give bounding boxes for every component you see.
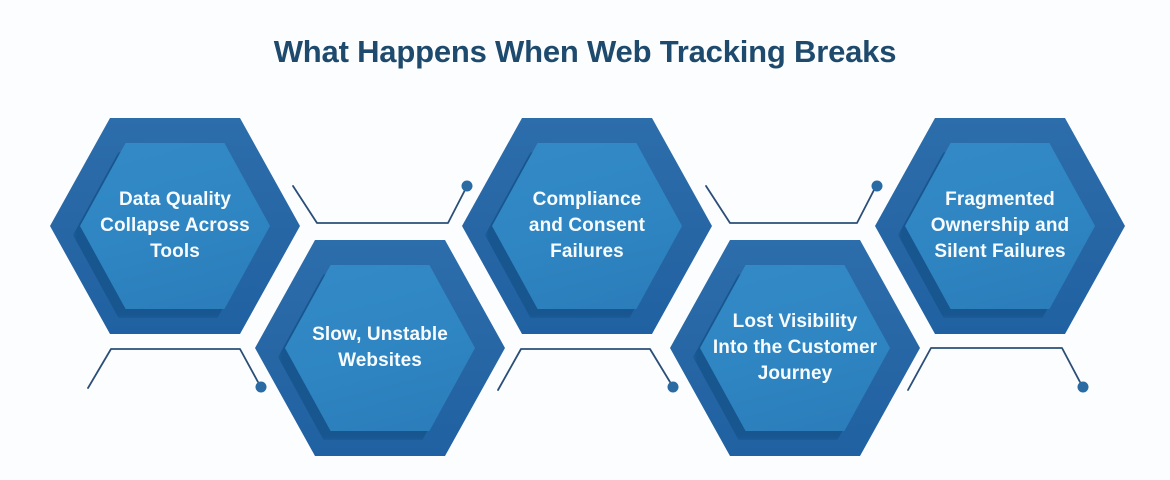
connector-endpoint-dot — [667, 381, 679, 393]
hexagon-lost-visibility: Lost Visibility Into the Customer Journe… — [670, 240, 920, 456]
hexagon-label: Slow, Unstable Websites — [312, 323, 448, 371]
connector-bottom-2-4 — [497, 348, 679, 393]
hexagon-label: Fragmented Ownership and Silent Failures — [930, 188, 1070, 262]
connector-top-1-3 — [292, 180, 473, 224]
hexagon-inner-face — [80, 143, 270, 309]
page-title: What Happens When Web Tracking Breaks — [273, 34, 897, 69]
hexagon-inner-face — [700, 265, 890, 431]
connector-endpoint-dot — [255, 381, 267, 393]
connector-endpoint-dot — [871, 180, 883, 192]
connector-endpoint-dot — [1077, 381, 1089, 393]
hexagon-fragmented-ownership: Fragmented Ownership and Silent Failures — [875, 118, 1125, 334]
hexagon-label: Lost Visibility Into the Customer Journe… — [712, 310, 878, 384]
hexagon-inner-face — [492, 143, 682, 309]
connector-bottom-right — [907, 347, 1089, 393]
connector-bottom-left — [87, 348, 267, 393]
hexagon-label: Compliance and Consent Failures — [528, 188, 646, 262]
hexagon-inner-face — [905, 143, 1095, 309]
hexagon-data-quality: Data Quality Collapse Across Tools — [50, 118, 300, 334]
connector-endpoint-dot — [461, 180, 473, 192]
connector-top-3-5 — [705, 180, 883, 224]
hexagon-inner-face — [285, 265, 475, 431]
hexagon-compliance: Compliance and Consent Failures — [462, 118, 712, 334]
hexagon-label: Data Quality Collapse Across Tools — [100, 188, 250, 262]
hexagon-slow-websites: Slow, Unstable Websites — [255, 240, 505, 456]
